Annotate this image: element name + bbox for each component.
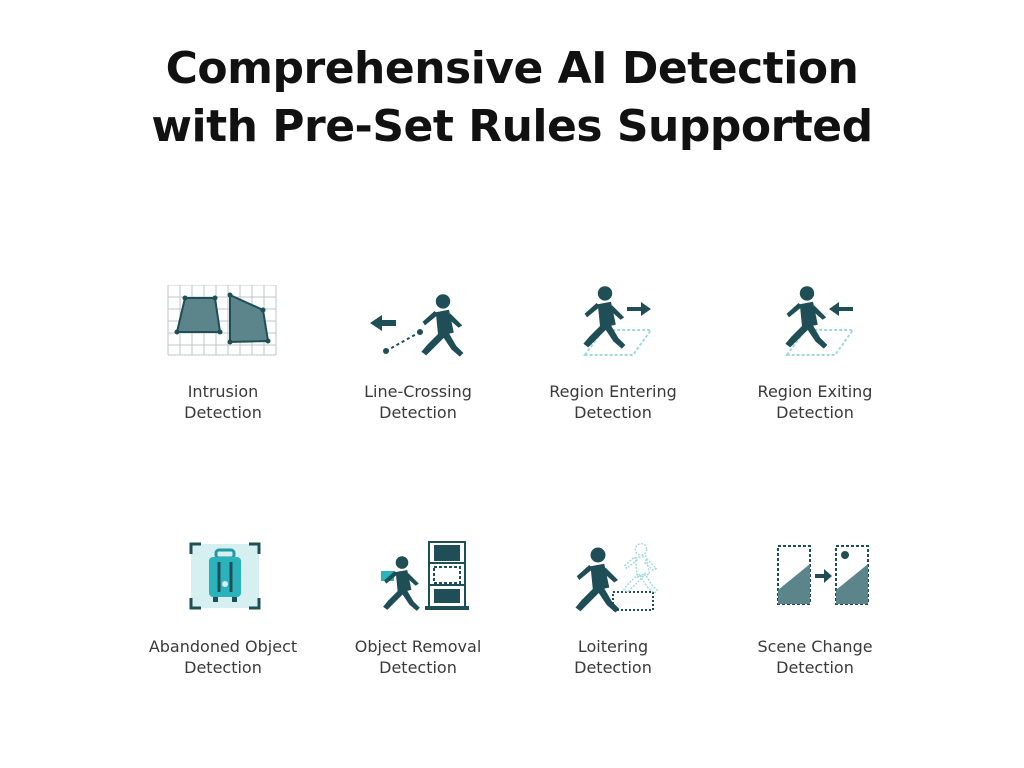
region-exiting-icon — [785, 286, 855, 356]
feature-object-removal-detection: Object Removal Detection — [313, 540, 523, 678]
feature-label: Scene Change Detection — [757, 637, 873, 677]
scene-change-icon — [777, 545, 869, 605]
title-line-1: Comprehensive AI Detection — [165, 43, 859, 94]
feature-scene-change-detection: Scene Change Detection — [710, 540, 920, 678]
feature-label: Loitering Detection — [574, 637, 652, 677]
feature-line-crossing-detection: Line-Crossing Detection — [313, 285, 523, 423]
object-removal-icon — [381, 541, 469, 611]
page-title: Comprehensive AI Detection with Pre-Set … — [0, 40, 1024, 156]
feature-label: Region Exiting Detection — [757, 382, 873, 422]
region-entering-icon — [583, 286, 653, 356]
feature-label: Intrusion Detection — [184, 382, 262, 422]
loitering-icon — [575, 542, 658, 613]
feature-label: Region Entering Detection — [549, 382, 677, 422]
feature-label: Object Removal Detection — [354, 637, 482, 677]
title-line-2: with Pre-Set Rules Supported — [151, 101, 873, 152]
feature-label: Line-Crossing Detection — [364, 382, 472, 422]
feature-region-entering-detection: Region Entering Detection — [508, 285, 718, 423]
feature-abandoned-object-detection: Abandoned Object Detection — [118, 540, 328, 678]
feature-label: Abandoned Object Detection — [148, 637, 298, 677]
feature-loitering-detection: Loitering Detection — [508, 540, 718, 678]
abandoned-object-icon — [189, 542, 261, 610]
line-crossing-icon — [370, 294, 464, 357]
feature-region-exiting-detection: Region Exiting Detection — [710, 285, 920, 423]
intrusion-icon — [167, 285, 277, 356]
feature-intrusion-detection: Intrusion Detection — [118, 285, 328, 423]
